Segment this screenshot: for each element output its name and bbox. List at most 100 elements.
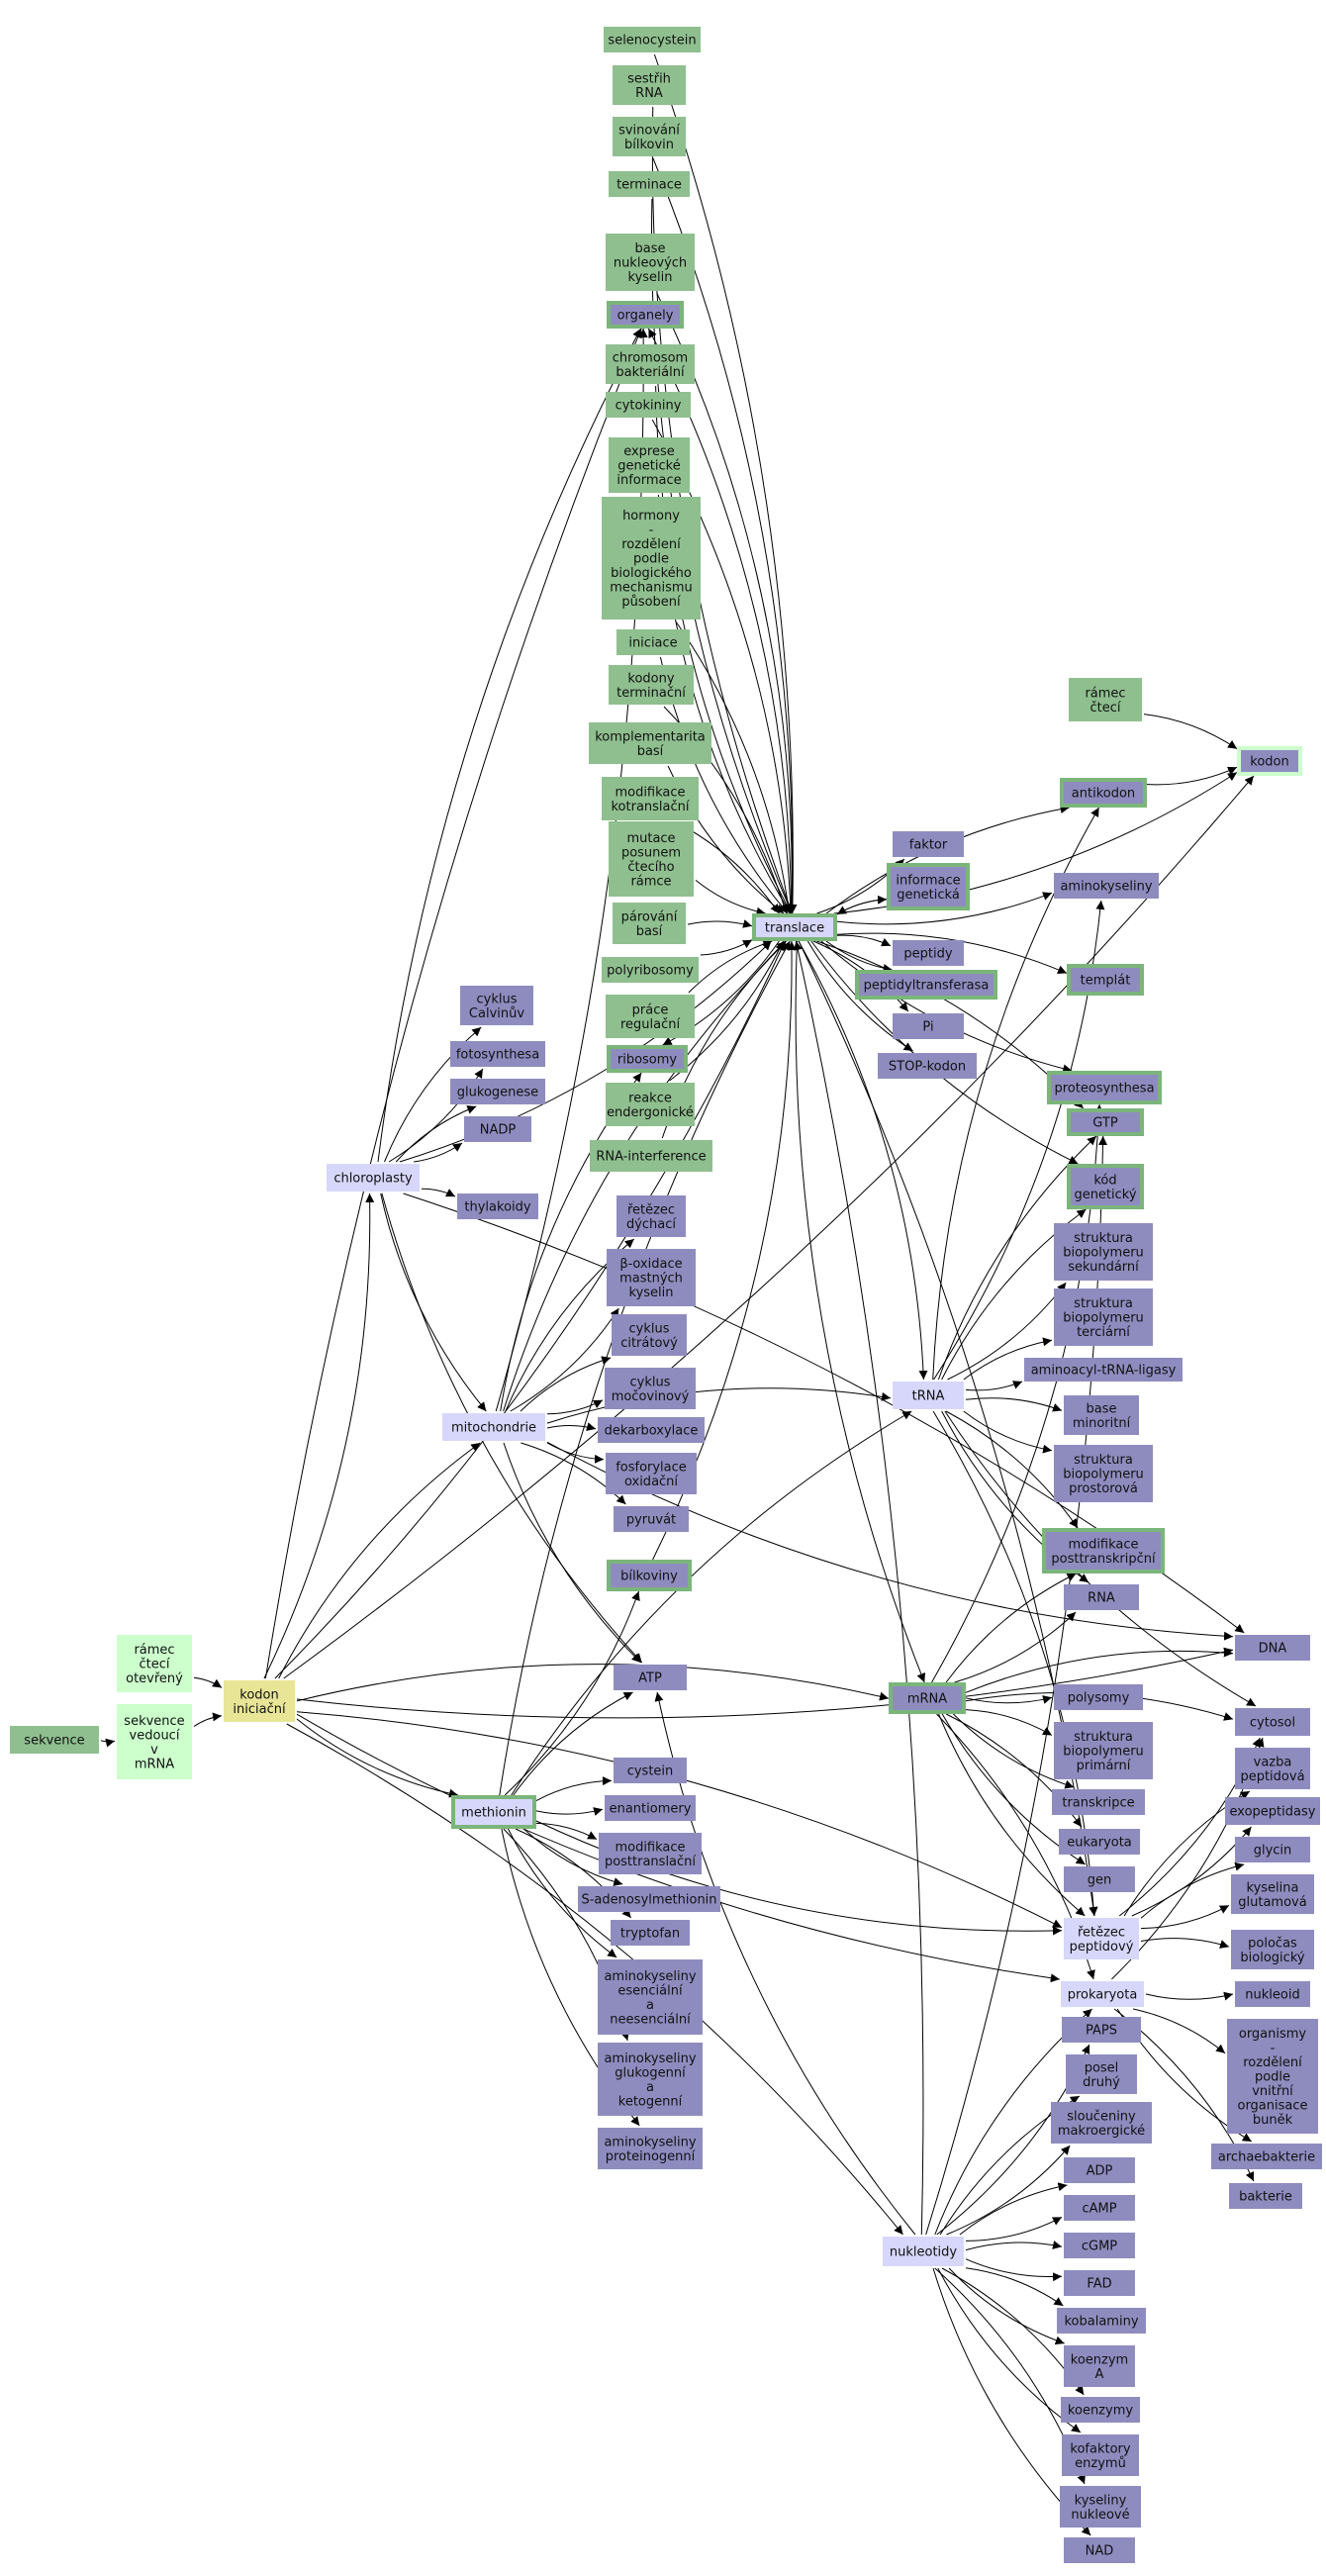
node-sekvence[interactable]: sekvence [10, 1726, 99, 1754]
node-hormony[interactable]: hormony-rozdělenípodlebiologickéhomechan… [602, 497, 701, 620]
node-paps[interactable]: PAPS [1062, 2017, 1141, 2043]
node-polysomy[interactable]: polysomy [1054, 1684, 1143, 1710]
node-exopeptidasy[interactable]: exopeptidasy [1225, 1797, 1320, 1825]
node-ribosomy[interactable]: ribosomy [607, 1045, 688, 1073]
node-bakterie[interactable]: bakterie [1229, 2183, 1302, 2209]
node-fad[interactable]: FAD [1064, 2270, 1135, 2296]
node-peptidy[interactable]: peptidy [893, 940, 964, 966]
node-glycin[interactable]: glycin [1235, 1837, 1310, 1862]
node-koenzymy[interactable]: koenzymy [1061, 2397, 1140, 2423]
node-selenocystein[interactable]: selenocystein [604, 27, 701, 52]
node-antikodon[interactable]: antikodon [1060, 778, 1147, 808]
node-aminokyseliny[interactable]: aminokyseliny [1054, 873, 1159, 899]
node-kodon[interactable]: kodon [1237, 746, 1302, 776]
node-organismy[interactable]: organismy-rozdělenípodlevnitřníorganisac… [1227, 2019, 1318, 2134]
node-aminoacyl[interactable]: aminoacyl-tRNA-ligasy [1024, 1358, 1183, 1382]
node-s_adenosyl[interactable]: S-adenosylmethionin [578, 1886, 720, 1912]
node-nukleotidy[interactable]: nukleotidy [883, 2237, 964, 2266]
node-pi[interactable]: Pi [893, 1013, 964, 1039]
node-cytosol[interactable]: cytosol [1235, 1708, 1310, 1736]
node-rna[interactable]: RNA [1064, 1584, 1139, 1610]
node-nukleoid[interactable]: nukleoid [1235, 1981, 1310, 2007]
node-gen[interactable]: gen [1064, 1866, 1135, 1892]
node-cytokininy[interactable]: cytokininy [606, 392, 691, 418]
node-nad[interactable]: NAD [1064, 2537, 1135, 2563]
node-dna[interactable]: DNA [1235, 1635, 1310, 1661]
node-polyribosomy[interactable]: polyribosomy [602, 957, 699, 983]
node-stop_kodon[interactable]: STOP-kodon [878, 1053, 977, 1079]
node-mrna[interactable]: mRNA [889, 1682, 966, 1714]
node-methionin[interactable]: methionin [451, 1795, 536, 1829]
node-archaebakterie[interactable]: archaebakterie [1211, 2144, 1322, 2169]
node-camp[interactable]: cAMP [1064, 2195, 1135, 2221]
node-fotosynthesa[interactable]: fotosynthesa [450, 1041, 545, 1067]
node-peptidyltransferasa[interactable]: peptidyltransferasa [855, 970, 997, 1000]
node-transkripce[interactable]: transkripce [1052, 1789, 1145, 1815]
node-thylakoidy[interactable]: thylakoidy [457, 1193, 538, 1219]
node-dekarboxylace[interactable]: dekarboxylace [598, 1417, 705, 1443]
node-nadp[interactable]: NADP [464, 1116, 531, 1142]
node-organely[interactable]: organely [607, 301, 684, 329]
node-faktor[interactable]: faktor [893, 831, 964, 857]
node-adp[interactable]: ADP [1064, 2157, 1135, 2183]
node-translace[interactable]: translace [752, 913, 837, 941]
node-cystein[interactable]: cystein [614, 1758, 687, 1783]
node-kobalaminy[interactable]: kobalaminy [1057, 2308, 1146, 2334]
node-trna[interactable]: tRNA [893, 1382, 964, 1409]
node-mitochondrie[interactable]: mitochondrie [442, 1413, 545, 1441]
node-chloroplasty[interactable]: chloroplasty [327, 1164, 420, 1192]
node-bilkoviny[interactable]: bílkoviny [607, 1560, 692, 1591]
node-eukaryota[interactable]: eukaryota [1059, 1829, 1140, 1855]
node-enantiomery[interactable]: enantiomery [605, 1795, 696, 1821]
node-atp[interactable]: ATP [614, 1665, 687, 1690]
node-gtp[interactable]: GTP [1067, 1108, 1144, 1136]
node-rna_interference[interactable]: RNA-interference [590, 1140, 712, 1172]
node-glukogenese[interactable]: glukogenese [450, 1079, 545, 1104]
node-prokaryota[interactable]: prokaryota [1061, 1981, 1144, 2007]
node-proteosynthesa[interactable]: proteosynthesa [1047, 1071, 1162, 1104]
node-iniciace[interactable]: iniciace [616, 629, 690, 655]
